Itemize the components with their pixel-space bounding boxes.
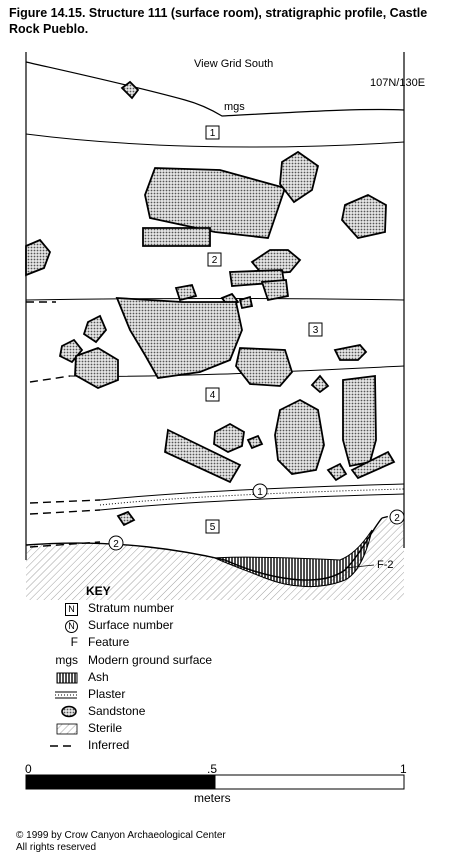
sterile-swatch-icon (56, 723, 78, 735)
key-label: Stratum number (88, 601, 175, 615)
key-label: Plaster (88, 687, 126, 701)
surface-circle-symbol: N (65, 620, 78, 633)
key-title: KEY (86, 584, 111, 598)
svg-text:4: 4 (210, 390, 216, 401)
inferred-boundary-3-4 (29, 375, 71, 383)
surface-1-lower-line (99, 493, 405, 511)
key-label: Inferred (88, 738, 130, 752)
svg-text:5: 5 (210, 522, 216, 533)
sterile-hatch (26, 518, 404, 600)
stratum-number-3: 3 (308, 322, 323, 337)
feature-label: F-2 (377, 559, 394, 571)
stratum-number-1: 1 (205, 125, 220, 140)
surface-number-2-right: 2 (389, 509, 405, 525)
mgs-symbol: mgs (55, 653, 78, 667)
sandstone-swatch-icon (61, 706, 77, 718)
inferred-surface-1-upper (29, 499, 101, 504)
rights-line: All rights reserved (16, 842, 97, 853)
surface-1-upper-line (99, 483, 405, 501)
scale-bar (25, 774, 405, 790)
svg-text:2: 2 (212, 255, 218, 266)
copyright-footer: © 1999 by Crow Canyon Archaeological Cen… (16, 830, 226, 854)
mgs-label: mgs (224, 101, 245, 113)
modern-ground-surface-line (25, 61, 405, 117)
scale-unit-label: meters (194, 791, 231, 805)
copyright-line: © 1999 by Crow Canyon Archaeological Cen… (16, 830, 226, 841)
svg-text:1: 1 (210, 128, 216, 139)
ash-swatch-icon (56, 672, 78, 684)
scale-tick-0: 0 (25, 762, 32, 776)
svg-text:2: 2 (394, 513, 400, 524)
key-label: Sterile (88, 721, 123, 735)
inferred-surface-2-right (381, 515, 391, 519)
inferred-surface-2 (29, 541, 101, 548)
stratum-number-4: 4 (205, 387, 220, 402)
figure-title: Figure 14.15. Structure 111 (surface roo… (9, 6, 428, 36)
inferred-line-icon (50, 745, 76, 747)
key-label: Surface number (88, 618, 174, 632)
scale-bar-black-half (25, 774, 216, 790)
ash-feature-f2 (213, 529, 373, 587)
svg-text:2: 2 (113, 539, 119, 550)
stratum-boundary-1-2 (25, 133, 405, 148)
svg-text:1: 1 (257, 487, 263, 498)
inferred-surface-1-lower (29, 509, 101, 515)
surface-number-2-left: 2 (108, 535, 124, 551)
stratigraphic-profile: 1 2 3 4 5 1 2 2 (25, 52, 405, 600)
scale-tick-1: 1 (400, 762, 407, 776)
surface-number-circles: 1 2 2 (108, 483, 405, 551)
stratum-box-symbol: N (65, 603, 78, 616)
grid-label: 107N/130E (370, 77, 426, 89)
feature-symbol: F (70, 635, 78, 649)
scale-tick-half: .5 (207, 762, 218, 776)
plaster-swatch-icon (55, 691, 77, 699)
scale-bar-white-half (214, 774, 405, 790)
stratum-number-2: 2 (207, 252, 222, 267)
key-label: Feature (88, 635, 130, 649)
stratum-number-5: 5 (205, 519, 220, 534)
view-label: View Grid South (194, 58, 274, 70)
key-label: Modern ground surface (88, 653, 213, 667)
stratum-number-boxes: 1 2 3 4 5 (205, 125, 323, 534)
key-label: Ash (88, 670, 109, 684)
svg-text:3: 3 (313, 325, 319, 336)
stratum-boundary-2-3 (25, 298, 405, 301)
sandstone-rocks (25, 80, 396, 527)
plaster-dots (99, 488, 405, 506)
surface-number-1: 1 (252, 483, 268, 499)
feature-leader-line (344, 564, 375, 569)
key-label: Sandstone (88, 704, 146, 718)
